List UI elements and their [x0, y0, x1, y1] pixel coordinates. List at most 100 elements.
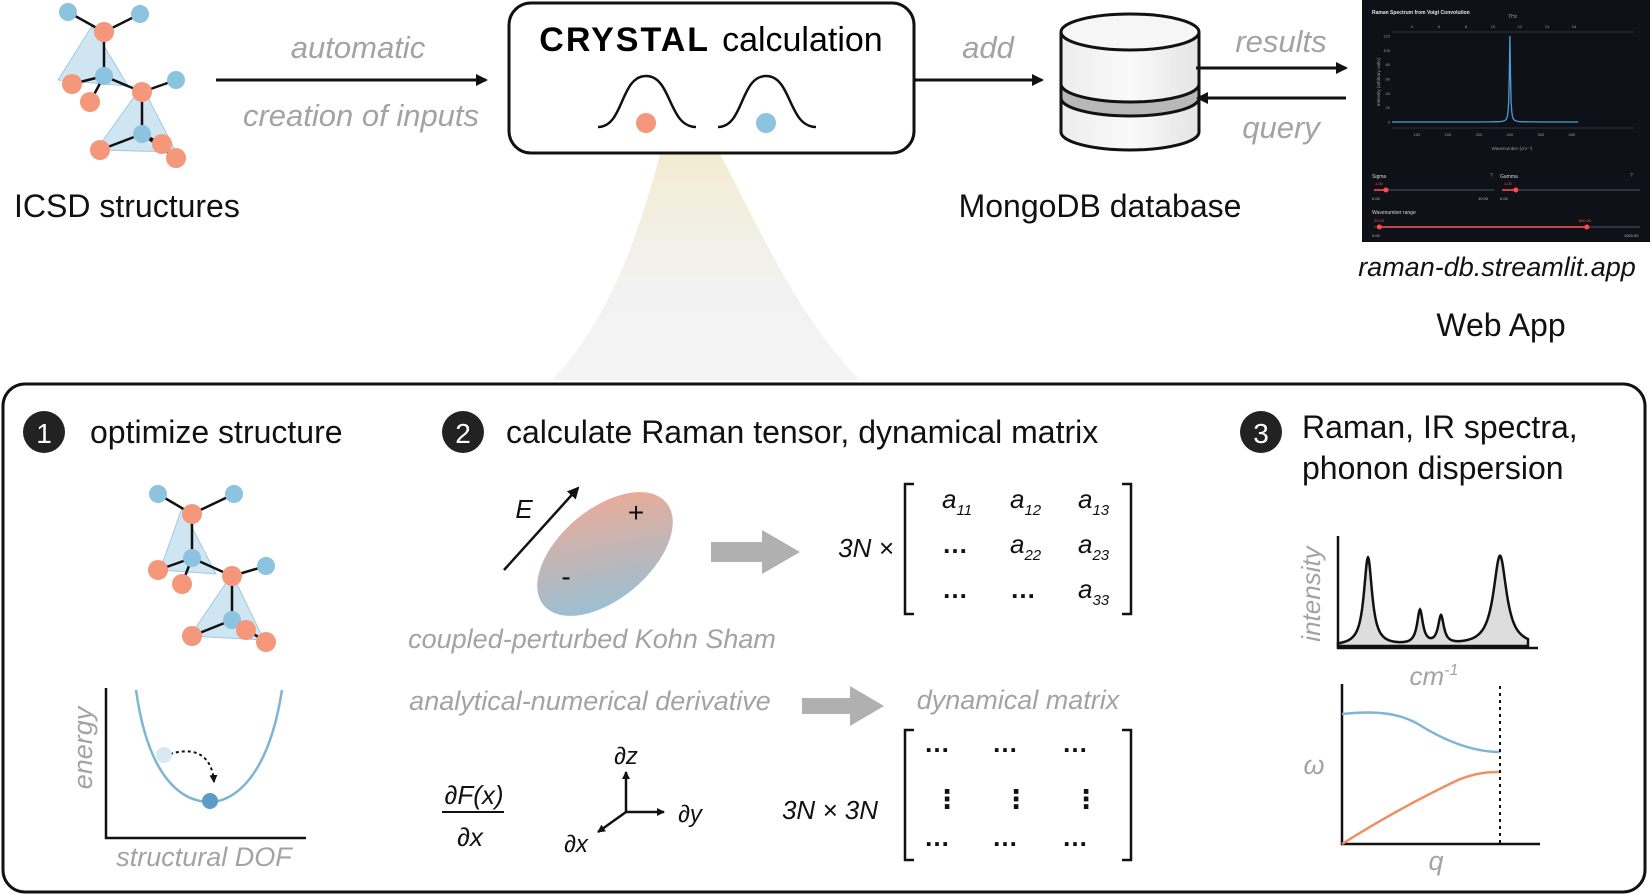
acoustic-branch [1341, 770, 1501, 846]
webapp-top-tick: 4 [1411, 24, 1414, 29]
start-point [156, 747, 172, 763]
energy-axis-label: energy [68, 705, 98, 789]
step3-badge [1240, 411, 1282, 453]
webapp-top-tick: 16 [1572, 24, 1577, 29]
webapp-y-tick: 100 [1383, 48, 1390, 53]
webapp-x-ticks: 100 200 300 400 500 600 [1413, 132, 1576, 137]
deriv-numerator: ∂F(x) [444, 780, 503, 810]
range-slider-max: 1000.00 [1624, 233, 1639, 238]
cpks-label: coupled-perturbed Kohn Sham [408, 624, 776, 654]
blue-particle-icon [756, 113, 776, 133]
dynmat-row-dots-3: … [1062, 728, 1088, 758]
step3-title-line1: Raman, IR spectra, [1302, 409, 1578, 445]
results-label: results [1235, 24, 1326, 59]
dof-axis-label: structural DOF [116, 842, 293, 872]
dynmat-row-dots-2: … [992, 728, 1018, 758]
range-slider-handle-high[interactable] [1584, 224, 1590, 230]
webapp-x-tick: 600 [1569, 132, 1576, 137]
webapp-x-axis-label: Wavenumber (cm⁻¹) [1492, 146, 1533, 151]
webapp-top-tick: 8 [1465, 24, 1468, 29]
step3-title-line2: phonon dispersion [1302, 450, 1564, 486]
tensor-cell-a11: a11 [942, 484, 972, 519]
webapp-x-tick: 400 [1507, 132, 1514, 137]
tensor-cell-dots-32: … [1010, 574, 1036, 604]
automatic-label: automatic [291, 30, 426, 65]
webapp-y-tick: 60 [1386, 77, 1391, 82]
sigma-slider-min: 0.00 [1372, 196, 1381, 201]
dispersion-ylabel: ω [1303, 750, 1324, 780]
add-label: add [962, 30, 1015, 65]
minus-sign: - [561, 561, 570, 592]
webapp-x-tick: 200 [1445, 132, 1452, 137]
gamma-slider-handle[interactable] [1513, 187, 1519, 193]
sigma-slider-label: Sigma [1372, 174, 1386, 180]
icsd-label: ICSD structures [14, 188, 240, 224]
spectra-ylabel: intensity [1296, 544, 1326, 641]
dispersion-xlabel: q [1428, 846, 1443, 876]
webapp-y-axis-label: Intensity (arbitrary units) [1376, 57, 1381, 106]
minimum-point [202, 793, 218, 809]
webapp-screenshot: Raman Spectrum from Voigt Convolution TH… [1362, 0, 1650, 242]
deriv-denominator: ∂x [457, 822, 484, 852]
dynmat-row-dots-4: … [924, 822, 950, 852]
tensor-cell-a13: a13 [1078, 484, 1110, 519]
gamma-slider-label: Gamma [1500, 174, 1518, 180]
dynmat-label: dynamical matrix [917, 685, 1121, 715]
energy-plot: energy structural DOF [68, 688, 306, 872]
webapp-spectrum-line [1392, 35, 1579, 123]
tensor-cell-a33: a33 [1078, 574, 1110, 609]
tensor-cell-a23: a23 [1078, 529, 1110, 564]
sigma-help-icon[interactable]: ? [1490, 173, 1493, 179]
axis-x-label: ∂x [564, 831, 589, 858]
step1-badge [23, 411, 65, 453]
query-label: query [1242, 110, 1322, 145]
dynmat-prefix: 3N × 3N [782, 795, 878, 825]
step2-number: 2 [455, 418, 471, 449]
polarizability-ellipse: E + - [503, 486, 673, 616]
webapp-y-tick: 40 [1386, 91, 1391, 96]
arrow-to-dynmat [802, 686, 884, 726]
orange-particle-icon [636, 113, 656, 133]
step2-title: calculate Raman tensor, dynamical matrix [506, 414, 1098, 450]
derivative-label: analytical-numerical derivative [409, 686, 771, 716]
webapp-top-tick: 6 [1438, 24, 1441, 29]
gamma-help-icon[interactable]: ? [1630, 173, 1633, 179]
dynmat-row-dots-6: … [1062, 822, 1088, 852]
webapp-y-tick: 80 [1386, 62, 1391, 67]
crystal-calculation-box [507, 1, 916, 155]
range-slider-min: 0.00 [1372, 233, 1381, 238]
webapp-x-tick: 300 [1476, 132, 1483, 137]
gamma-slider-min: 0.00 [1500, 196, 1509, 201]
range-slider-handle-low[interactable] [1376, 224, 1382, 230]
tensor-cell-a12: a12 [1010, 484, 1042, 519]
creation-of-inputs-label: creation of inputs [243, 98, 479, 133]
dynmat-col-dots-3: ⋮ [1073, 784, 1099, 814]
spectra-plot: intensity cm-1 [1296, 536, 1538, 691]
webapp-top-axis-label: THz [1508, 14, 1518, 20]
icsd-structure-icon [57, 3, 186, 168]
webapp-x-tick: 500 [1538, 132, 1545, 137]
calculation-steps-panel [1, 382, 1647, 894]
optical-branch [1341, 711, 1501, 754]
dynmat-row-dots-1: … [924, 728, 950, 758]
field-label: E [515, 494, 533, 524]
phonon-dispersion-plot: ω q [1303, 684, 1540, 876]
webapp-x-tick: 100 [1413, 132, 1420, 137]
webapp-url[interactable]: raman-db.streamlit.app [1358, 252, 1636, 282]
spectra-xlabel: cm-1 [1410, 661, 1459, 691]
sigma-slider-max: 10.00 [1478, 196, 1489, 201]
axis-z-label: ∂z [614, 743, 638, 770]
webapp-top-tick: 10 [1491, 24, 1496, 29]
sigma-slider-handle[interactable] [1383, 187, 1389, 193]
potential-well-icons [597, 74, 817, 133]
webapp-y-tick: 20 [1386, 105, 1391, 110]
spectrum-curve [1336, 554, 1530, 648]
range-slider-high-value: 800.00 [1579, 218, 1592, 223]
tensor-cell-dots-31: … [942, 574, 968, 604]
coordinate-axes-icon: ∂z ∂y ∂x [564, 743, 704, 858]
arrow-to-tensor [711, 530, 800, 574]
sigma-slider-value: 1.00 [1375, 181, 1384, 186]
